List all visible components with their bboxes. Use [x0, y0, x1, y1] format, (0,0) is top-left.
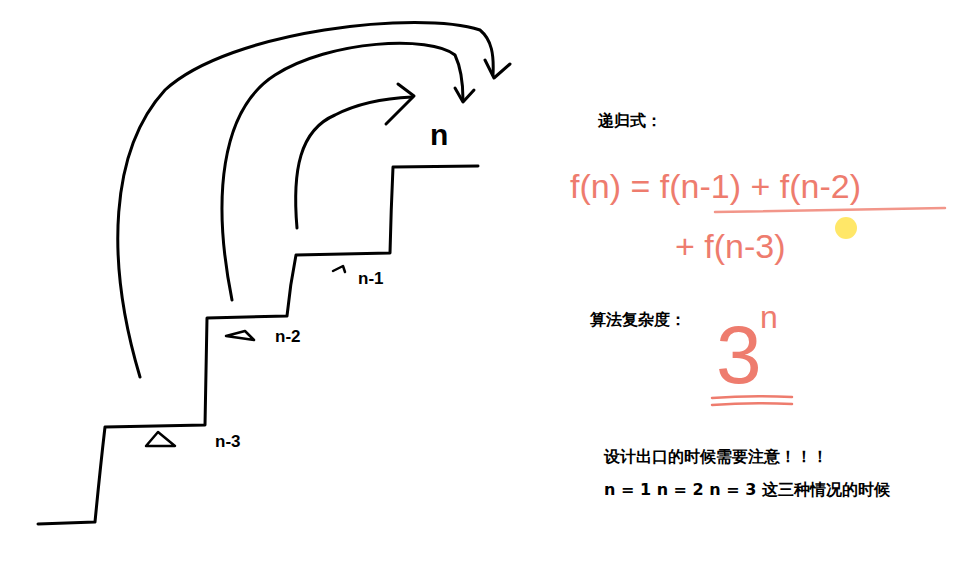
step-label: n — [430, 118, 448, 151]
note: 设计出口的时候需要注意！！！ — [604, 448, 828, 466]
jump-arrow — [118, 23, 493, 378]
fraction-line — [715, 208, 945, 212]
complexity-base: 3 — [716, 310, 762, 400]
arrowhead — [485, 60, 510, 78]
formula: + f(n-3) — [675, 228, 786, 265]
jump-arrow — [222, 43, 463, 300]
step-label: n-2 — [275, 328, 301, 347]
arrowhead — [455, 88, 474, 102]
section-heading: 递归式： — [598, 112, 662, 130]
step-label: n-3 — [215, 433, 241, 452]
step-label: n-1 — [358, 270, 384, 289]
arrowhead — [386, 84, 414, 124]
underline — [712, 403, 792, 405]
staircase — [38, 166, 478, 524]
formula: f(n) = f(n-1) + f(n-2) — [570, 168, 861, 205]
section-heading: 算法复杂度： — [590, 311, 686, 329]
step-marker — [333, 266, 345, 272]
step-marker — [146, 432, 175, 446]
complexity-exponent: n — [760, 300, 778, 335]
note: n = 1 n = 2 n = 3 这三种情况的时候 — [604, 481, 890, 499]
cursor-highlight — [835, 217, 857, 239]
step-marker — [226, 331, 254, 340]
